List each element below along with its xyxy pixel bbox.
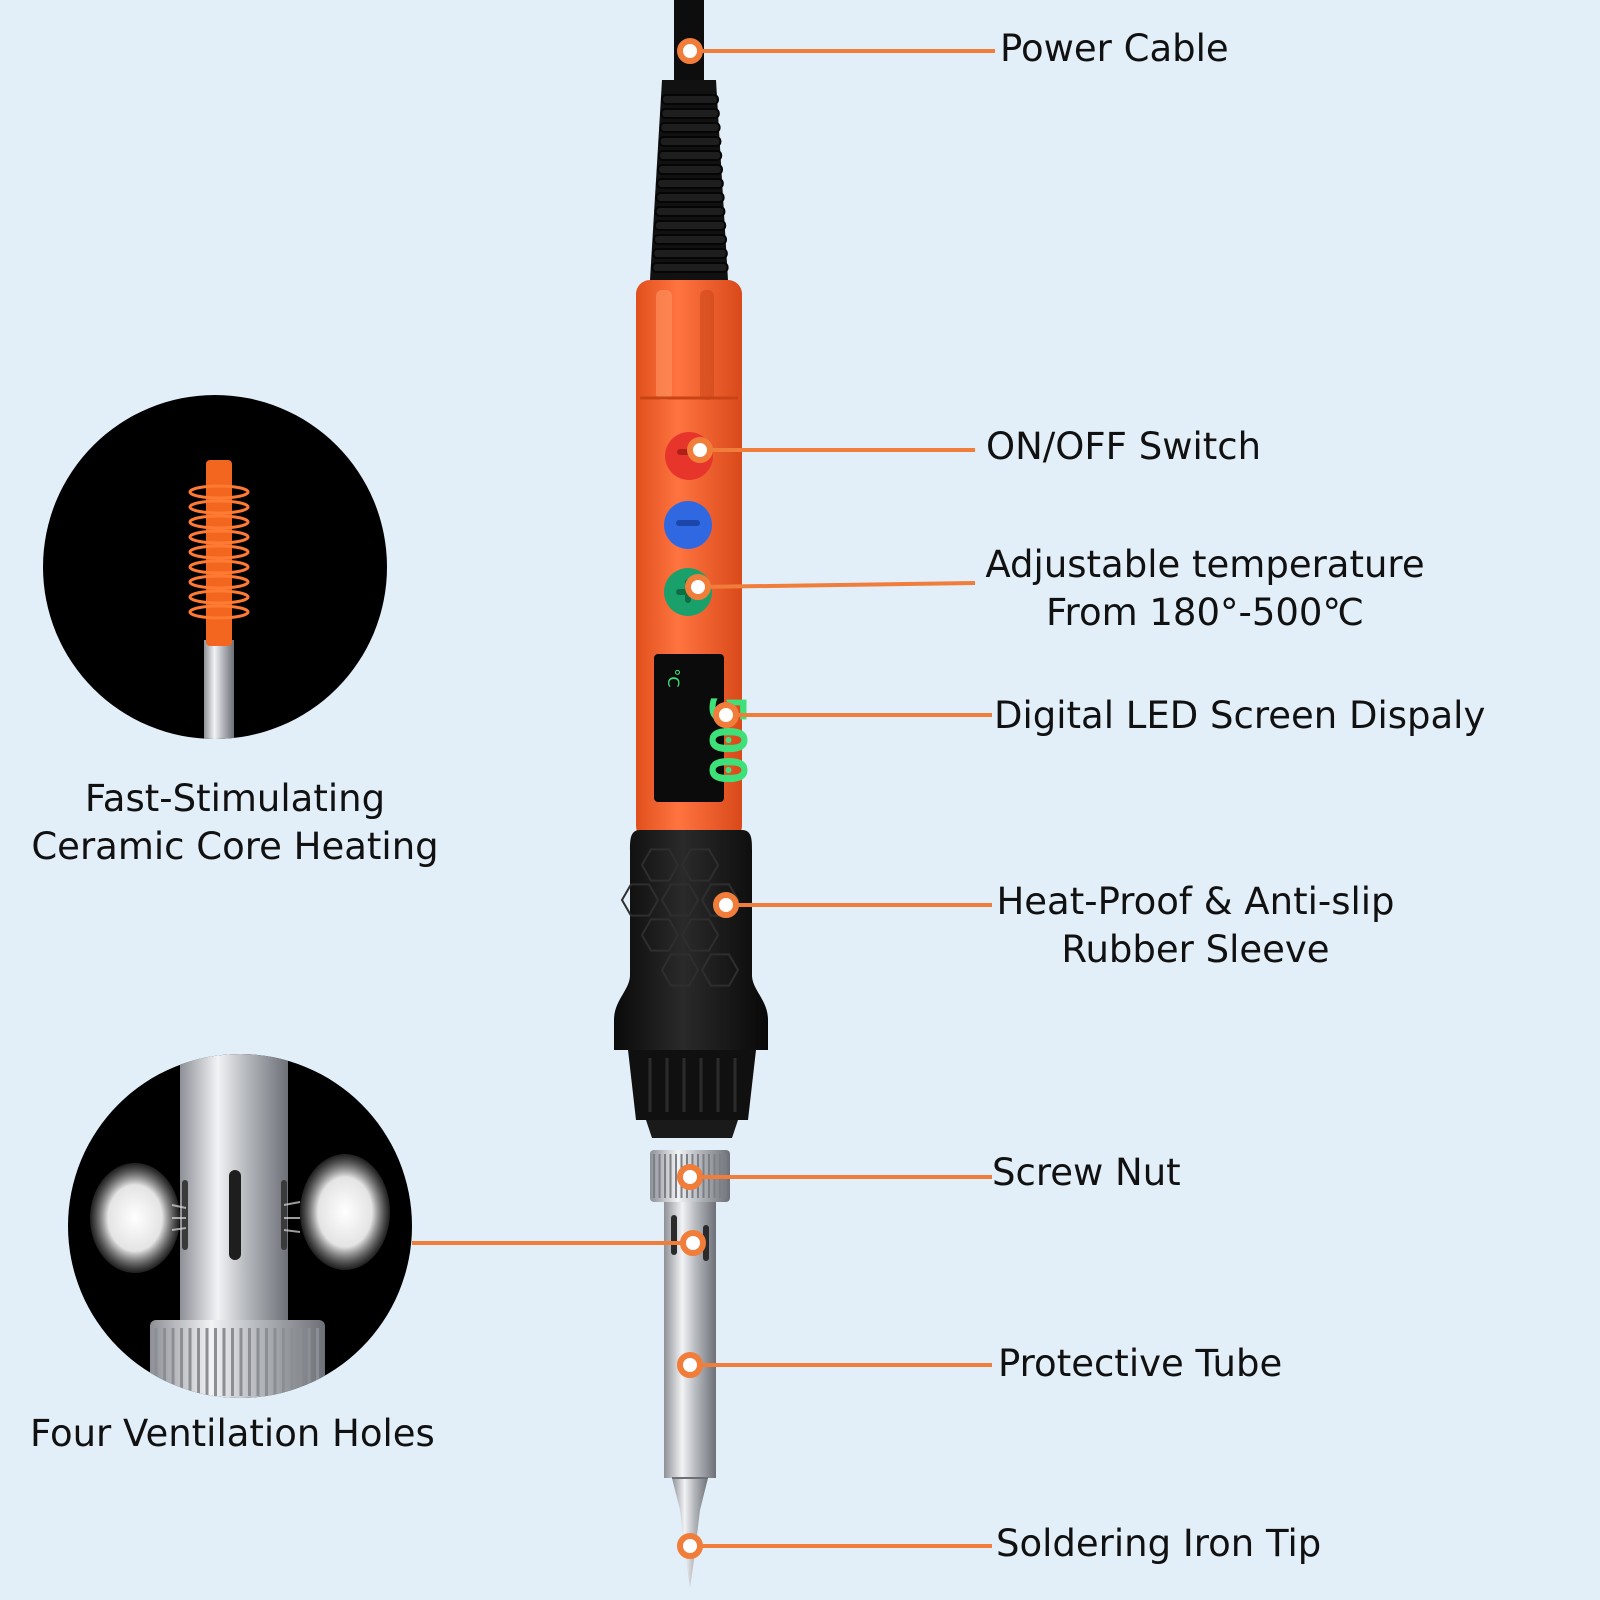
label-ceramic-core-line2: Ceramic Core Heating: [31, 825, 439, 868]
label-screw-nut: Screw Nut: [992, 1151, 1181, 1194]
ventilation-inset: [68, 1054, 412, 1398]
label-rubber-sleeve-line2: Rubber Sleeve: [1061, 928, 1330, 971]
smoke-left: [90, 1163, 180, 1273]
label-ceramic-core-line1: Fast-Stimulating: [84, 777, 386, 820]
label-adjustable-temperature-line1: Adjustable temperature: [985, 543, 1425, 586]
label-iron-tip: Soldering Iron Tip: [996, 1522, 1322, 1565]
label-ventilation-holes: Four Ventilation Holes: [30, 1412, 435, 1455]
label-rubber-sleeve-line1: Heat-Proof & Anti-slip: [996, 880, 1395, 923]
label-led-screen: Digital LED Screen Dispaly: [994, 694, 1486, 737]
rubber-sleeve: [614, 830, 768, 1138]
smoke-right: [300, 1154, 390, 1270]
label-rubber-sleeve: Heat-Proof & Anti-slip Rubber Sleeve: [978, 878, 1413, 974]
leader-lines: [412, 49, 995, 1548]
temperature-down-button[interactable]: [664, 501, 712, 549]
label-adjustable-temperature: Adjustable temperature From 180°-500℃: [970, 541, 1440, 637]
label-adjustable-temperature-line2: From 180°-500℃: [1045, 591, 1365, 634]
ceramic-core-inset: [43, 395, 387, 739]
leader-dots: [677, 38, 739, 1559]
label-on-off-switch: ON/OFF Switch: [986, 425, 1262, 468]
led-unit: °C: [664, 668, 683, 687]
strain-relief-spring: [650, 80, 729, 280]
label-protective-tube: Protective Tube: [998, 1342, 1283, 1385]
leader-adjustable: [697, 581, 976, 589]
label-power-cable: Power Cable: [1000, 27, 1229, 70]
label-ceramic-core: Fast-Stimulating Ceramic Core Heating: [15, 775, 455, 871]
soldering-iron: 500 °C: [614, 0, 768, 1588]
